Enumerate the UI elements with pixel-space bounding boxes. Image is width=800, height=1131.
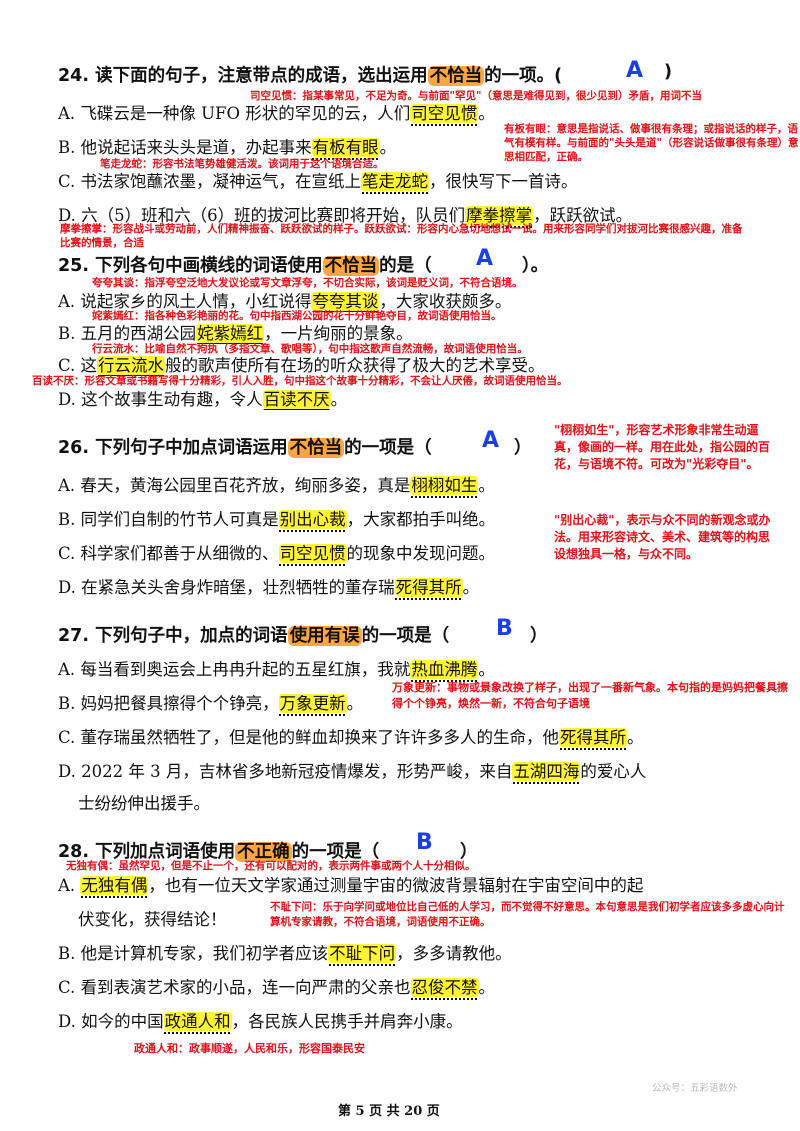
q25-note-a: 夸夸其谈：指浮夸空泛地大发议论或写文章浮夸，不切合实际，该词是贬义词，不符合语境… <box>92 277 523 289</box>
q24-title: 24. 读下面的句子，注意带点的成语，选出运用不恰当的一项。( <box>58 66 563 86</box>
q25-note-b: 姹紫嫣红：指各种色彩艳丽的花。句中指西湖公园的花十分鲜艳夺目，故词语使用恰当。 <box>92 310 502 322</box>
q24-title-close: ) <box>664 62 672 82</box>
q24-option-b: B. 他说起话来头头是道，办起事来有板有眼。 <box>58 138 397 157</box>
q28-title-close: ） <box>460 842 478 862</box>
q24-note-c: 笔走龙蛇：形容书法笔势雄健活泼。该词用于这个语境合适。 <box>100 158 384 170</box>
q26-note-b: "别出心裁"，表示与众不同的新观念或办法。用来形容诗文、美术、建筑等的构思设想独… <box>554 513 771 561</box>
q25-option-c: C. 这行云流水般的歌声使所有在场的听众获得了极大的艺术享受。 <box>58 356 545 375</box>
q25-note-c: 行云流水：比喻自然不拘执（多指文章、歌唱等），句中指这歌声自然流畅，故词语使用恰… <box>92 343 528 355</box>
q24-option-a: A. 飞碟云是一种像 UFO 形状的罕见的云，人们司空见惯。 <box>58 104 495 123</box>
q24-option-d: D. 六（5）班和六（6）班的拔河比赛即将开始，队员们摩拳擦掌，跃跃欲试。 <box>58 206 633 225</box>
q24-note-a: 司空见惯：指某事常见，不足为奇。与前面"罕见"（意思是难得见到，很少见到）矛盾，… <box>250 90 702 102</box>
q27-option-c: C. 董存瑞虽然牺牲了，但是他的鲜血却换来了许许多多人的生命，他死得其所。 <box>58 728 644 747</box>
q27-title-close: ） <box>530 626 548 646</box>
q26-answer: A <box>482 428 500 453</box>
q25-title: 25. 下列各句中画横线的词语使用不恰当的是（ <box>58 256 432 276</box>
q28-option-a-line2: 伏变化，获得结论！ <box>78 910 227 929</box>
q26-option-b: B. 同学们自制的竹节人可真是别出心裁，大家都拍手叫绝。 <box>58 510 496 529</box>
q28-answer: B <box>416 830 433 855</box>
q25-option-b: B. 五月的西湖公园姹紫嫣红，一片绚丽的景象。 <box>58 324 413 343</box>
q27-option-d: D. 2022 年 3 月，吉林省多地新冠疫情爆发，形势严峻，来自五湖四海的爱心… <box>58 762 647 781</box>
q27-option-a: A. 每当看到奥运会上冉冉升起的五星红旗，我就热血沸腾。 <box>58 660 495 679</box>
q24-option-c: C. 书法家饱蘸浓墨，凝神运气，在宣纸上笔走龙蛇，很快写下一首诗。 <box>58 172 578 191</box>
q25-title-close: ）。 <box>522 256 549 276</box>
q26-option-a: A. 春天，黄海公园里百花齐放，绚丽多姿，真是栩栩如生。 <box>58 476 495 495</box>
q26-option-c: C. 科学家们都善于从细微的、司空见惯的现象中发现问题。 <box>58 544 496 563</box>
q27-answer: B <box>496 616 513 641</box>
q25-answer: A <box>476 246 494 271</box>
q24-note-b: 有板有眼：意思是指说话、做事很有条理；或指说话的样子，语气有模有样。与前面的"头… <box>504 123 799 163</box>
q25-option-d: D. 这个故事生动有趣，令人百读不厌。 <box>58 390 348 409</box>
q25-note-d: 百读不厌：形容文章或书籍写得十分精彩，引人入胜，句中指这个故事十分精彩，不会让人… <box>32 375 568 387</box>
q27-title: 27. 下列句子中，加点的词语使用有误的一项是（ <box>58 626 450 646</box>
page-number: 第 5 页 共 20 页 <box>338 1104 440 1119</box>
q28-option-d: D. 如今的中国政通人和，各民族人民携手并肩奔小康。 <box>58 1012 463 1031</box>
q26-title-close: ） <box>514 438 532 458</box>
q28-note-d: 政通人和：政事顺遂，人民和乐，形容国泰民安 <box>134 1042 365 1055</box>
q24-note-d: 摩拳擦掌：形容战斗或劳动前，人们精神振奋、跃跃欲试的样子。跃跃欲试：形容内心急切… <box>60 223 743 249</box>
q28-option-a: A. 无独有偶，也有一位天文学家通过测量宇宙的微波背景辐射在宇宙空间中的起 <box>58 876 644 895</box>
q28-option-c: C. 看到表演艺术家的小品，连一向严肃的父亲也忍俊不禁。 <box>58 978 496 997</box>
q27-option-d-line2: 士纷纷伸出援手。 <box>78 794 210 813</box>
q26-option-d: D. 在紧急关头舍身炸暗堡，壮烈牺牲的董存瑞死得其所。 <box>58 578 480 597</box>
q27-note-a: 万象更新：事物或景象改换了样子，出现了一番新气象。本句指的是妈妈把餐具擦得个个铮… <box>392 681 788 710</box>
q28-option-b: B. 他是计算机专家，我们初学者应该不耻下问，多多请教他。 <box>58 944 512 963</box>
q25-option-a: A. 说起家乡的风土人情，小红说得夸夸其谈，大家收获颇多。 <box>58 292 512 311</box>
q28-note-b: 不耻下问：乐于向学问或地位比自己低的人学习，而不觉得不好意思。本句意思是我们初学… <box>270 901 785 928</box>
q27-option-b: B. 妈妈把餐具擦得个个铮亮，万象更新。 <box>58 694 364 713</box>
q26-title: 26. 下列句子中加点词语运用不恰当的一项是（ <box>58 438 432 458</box>
q24-answer: A <box>626 58 644 83</box>
q26-note-a: "栩栩如生"，形容艺术形象非常生动逼真，像画的一样。用在此处，指公园的百花，与语… <box>554 423 771 471</box>
q28-note-a: 无独有偶：虽然罕见，但是不止一个，还有可以配对的，表示两件事或两个人十分相似。 <box>66 860 476 872</box>
q28-title: 28. 下列加点词语使用不正确的一项是（ <box>58 842 380 862</box>
watermark: 公众号：五彩语数外 <box>652 1083 738 1094</box>
